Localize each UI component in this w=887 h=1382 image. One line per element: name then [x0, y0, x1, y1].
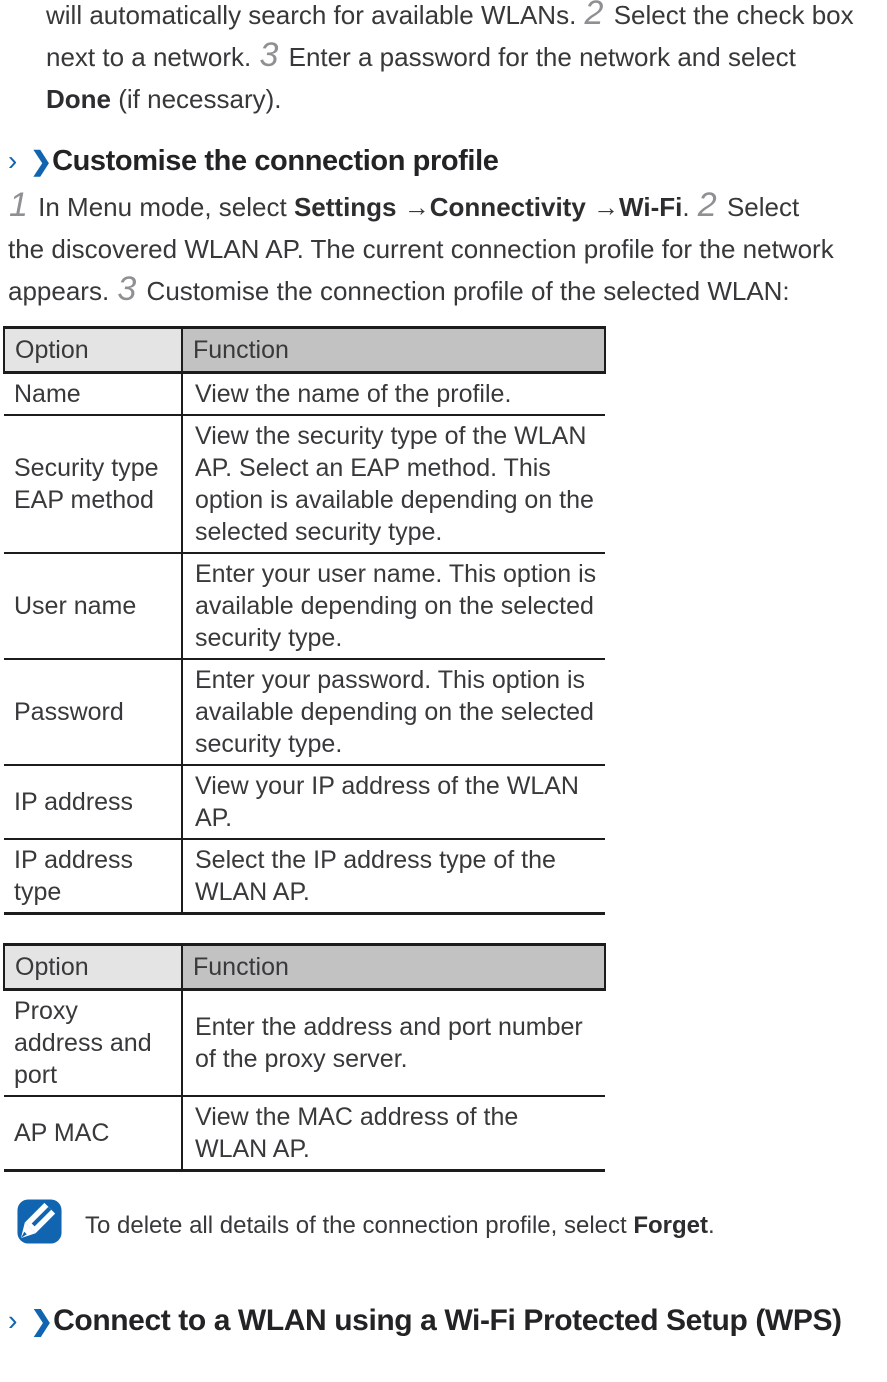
wifi-label: Wi-Fi	[619, 192, 683, 222]
options-table-2: Option Function Proxy address and port E…	[3, 943, 606, 1172]
note-text-run: To delete all details of the connection …	[85, 1212, 634, 1239]
intro-text: will automatically search for available …	[46, 0, 584, 30]
option-cell: IP address type	[4, 839, 183, 914]
option-cell: IP address	[4, 765, 183, 840]
table-header-row: Option Function	[3, 944, 606, 991]
chevron-right-icon: ❯	[30, 146, 53, 176]
forget-label: Forget	[633, 1212, 709, 1239]
note-pencil-icon	[17, 1199, 62, 1244]
section-heading-customise-profile: › ❯Customise the connection profile	[8, 142, 861, 180]
steps-text: Customise the connection profile of the …	[139, 276, 790, 306]
step-number-3: 3	[259, 36, 279, 74]
table-header-row: Option Function	[3, 327, 606, 374]
step-number-3: 3	[117, 270, 137, 308]
function-cell: Select the IP address type of the WLAN A…	[195, 846, 556, 906]
angle-bracket-icon: ›	[8, 145, 18, 176]
note-text: To delete all details of the connection …	[85, 1211, 715, 1241]
function-cell: View the MAC address of the WLAN AP.	[195, 1103, 519, 1163]
table-row: Proxy address and port Enter the address…	[4, 989, 605, 1097]
steps-text: Select the discovered WLAN AP. The curre…	[8, 192, 834, 306]
connectivity-label: Connectivity	[429, 192, 586, 222]
angle-bracket-icon: ›	[8, 1305, 18, 1337]
table-row: AP MAC View the MAC address of the WLAN …	[4, 1096, 605, 1171]
table-row: Security type EAP method View the securi…	[4, 415, 605, 554]
option-cell: User name	[4, 553, 183, 660]
section-title: Customise the connection profile	[52, 145, 499, 177]
intro-text: Select the check box next to a network.	[46, 0, 854, 72]
step-number-1: 1	[9, 186, 28, 224]
function-cell: Enter your password. This option is avai…	[182, 659, 605, 766]
steps-paragraph: 1 In Menu mode, select Settings →Connect…	[8, 186, 840, 312]
option-column-header: Option	[3, 944, 183, 991]
option-cell: Proxy address and port	[4, 989, 183, 1097]
note-block: To delete all details of the connection …	[16, 1198, 887, 1245]
settings-label: Settings	[293, 192, 397, 222]
intro-paragraph: will automatically search for available …	[46, 0, 864, 120]
table-row: Password Enter your password. This optio…	[4, 659, 605, 766]
step-number-2: 2	[697, 186, 717, 224]
arrow-glyph: →	[396, 192, 430, 222]
arrow-glyph: →	[585, 192, 620, 222]
note-text-run: .	[708, 1212, 715, 1239]
options-table-1: Option Function Name View the name of th…	[3, 326, 606, 915]
intro-text: (if necessary).	[111, 84, 282, 114]
table-row: IP address View your IP address of the W…	[4, 765, 605, 840]
steps-text: In Menu mode, select	[30, 192, 294, 222]
function-cell: Enter the address and port number of the…	[182, 989, 605, 1097]
function-cell: View the name of the profile.	[182, 372, 605, 416]
steps-text: .	[682, 192, 697, 222]
section-heading-connect-wps: › ❯Connect to a WLAN using a Wi-Fi Protec…	[8, 1299, 861, 1343]
table-row: User name Enter your user name. This opt…	[4, 553, 605, 660]
option-column-header: Option	[3, 327, 183, 374]
section-title: Connect to a WLAN using a Wi-Fi Protecte…	[53, 1304, 842, 1337]
option-cell: AP MAC	[4, 1096, 183, 1171]
option-cell: Security type EAP method	[4, 415, 183, 554]
table-row: IP address type Select the IP address ty…	[4, 839, 605, 914]
intro-text: Enter a password for the network and sel…	[281, 42, 796, 72]
option-cell: Name	[4, 372, 183, 416]
function-column-header: Function	[182, 944, 606, 991]
step-number-2: 2	[584, 0, 604, 32]
done-label: Done	[46, 84, 111, 114]
function-cell: Enter your user name. This option is ava…	[182, 553, 605, 660]
option-cell: Password	[4, 659, 183, 766]
function-cell: View your IP address of the WLAN AP.	[182, 765, 605, 840]
function-column-header: Function	[182, 327, 606, 374]
function-cell: View the security type of the WLAN AP. S…	[182, 415, 605, 554]
table-row: Name View the name of the profile.	[4, 372, 605, 416]
chevron-right-icon: ❯	[30, 1306, 54, 1336]
